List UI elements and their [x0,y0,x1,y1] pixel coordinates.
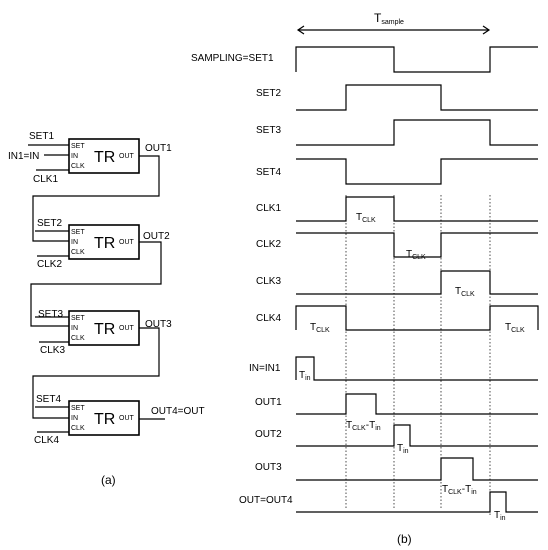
clk4-tclk-label-left: TCLK [310,322,330,334]
waveform-out4 [296,491,538,513]
waveform-set3 [296,119,538,146]
signal-label-out3: OUT3 [255,462,282,473]
out3-tdiff-label: TCLK-Tin [442,484,477,496]
out1-to-in2-wire [32,155,160,242]
out4-tin-label: Tin [494,510,506,522]
tr-block-3-title: TR [94,321,115,338]
tr-block-2-title: TR [94,235,115,252]
tr-block-2: TR SET IN CLK OUT SET2 CLK2 OUT2 [35,218,170,270]
waveform-out1 [296,393,538,415]
signal-label-clk3: CLK3 [256,276,281,287]
tr-block-1-title: TR [94,149,115,166]
out1-label: OUT1 [145,143,172,154]
time-guides [345,195,491,515]
tr-block-4-box [68,400,140,436]
signal-label-out2: OUT2 [255,429,282,440]
out3-to-in4-wire [32,327,160,419]
tsample-arrow-right-head [482,25,491,35]
in1-label: IN1=IN [8,151,39,162]
tr-block-2-pin-clk: CLK [71,249,85,256]
tr-block-4-pin-in: IN [71,415,78,422]
out2-tin-label: Tin [397,443,409,455]
set3-label: SET3 [38,309,63,320]
waveform-clk2 [296,232,538,258]
tr-block-3-pin-clk: CLK [71,335,85,342]
clk1-tclk-label: TCLK [356,212,376,224]
tr-block-2-pin-set: SET [71,229,85,236]
tr-block-4-pin-out: OUT [119,415,135,422]
out4-label: OUT4=OUT [151,406,205,417]
signal-label-set2: SET2 [256,88,281,99]
clk3-tclk-label: TCLK [455,286,475,298]
clk3-label: CLK3 [40,345,65,356]
signal-label-clk1: CLK1 [256,203,281,214]
set1-label: SET1 [29,131,54,142]
tr-block-4: TR SET IN CLK OUT SET4 CLK4 OUT4=OUT [34,394,205,446]
tr-block-1-pin-set: SET [71,143,85,150]
tr-block-1-pin-out: OUT [119,153,135,160]
waveform-in [295,356,538,381]
circuit-diagram: TR SET IN CLK OUT SET1 IN1=IN CLK1 OUT1 … [8,131,205,487]
caption-a: (a) [101,473,116,487]
waveform-out3 [296,457,538,481]
caption-b: (b) [397,532,412,546]
waveform-clk3 [296,270,538,295]
in-tin-label: Tin [299,370,311,382]
waveform-out2 [296,424,538,447]
timing-waveforms: Tsample SAMPLING=SET1 SET2 SET3 SET4 CLK… [191,11,539,546]
signal-label-sampling: SAMPLING=SET1 [191,53,274,64]
tr-block-2-pin-in: IN [71,239,78,246]
signal-label-out1: OUT1 [255,397,282,408]
tr-block-3-pin-in: IN [71,325,78,332]
waveform-clk1 [296,196,538,222]
waveform-set2 [296,84,538,111]
waveform-clk4 [295,305,539,331]
tr-block-4-pin-clk: CLK [71,425,85,432]
tr-block-3: TR SET IN CLK OUT SET3 CLK3 OUT3 [35,309,172,356]
clk1-label: CLK1 [33,174,58,185]
clk2-label: CLK2 [37,259,62,270]
signal-label-clk4: CLK4 [256,313,281,324]
tsample-annotation: Tsample [296,11,491,35]
tsample-label: Tsample [374,11,404,26]
signal-label-out4: OUT=OUT4 [239,495,293,506]
tr-block-3-pin-set: SET [71,315,85,322]
tr-block-3-box [68,310,140,346]
out2-to-in3-wire [30,241,162,327]
tr-block-1: TR SET IN CLK OUT SET1 IN1=IN CLK1 OUT1 [8,131,172,185]
set2-label: SET2 [37,218,62,229]
out1-tdiff-label: TCLK-Tin [346,420,381,432]
tr-block-4-pin-set: SET [71,405,85,412]
signal-label-clk2: CLK2 [256,239,281,250]
tr-block-1-box [68,138,140,174]
out3-label: OUT3 [145,319,172,330]
tr-block-1-pin-clk: CLK [71,163,85,170]
signal-label-in: IN=IN1 [249,363,281,374]
clk4-label: CLK4 [34,435,59,446]
tsample-arrow-left-head [296,25,305,35]
signal-label-set3: SET3 [256,125,281,136]
signal-label-set4: SET4 [256,167,281,178]
tr-block-4-title: TR [94,411,115,428]
tr-block-1-pin-in: IN [71,153,78,160]
tr-block-2-pin-out: OUT [119,239,135,246]
tr-block-3-pin-out: OUT [119,325,135,332]
clk2-tclk-label: TCLK [406,249,426,261]
out2-label: OUT2 [143,231,170,242]
clk4-tclk-label-right: TCLK [505,322,525,334]
waveform-set4 [296,158,538,185]
set4-label: SET4 [36,394,61,405]
waveform-sampling-set1 [295,46,538,73]
tr-block-2-box [68,224,140,260]
